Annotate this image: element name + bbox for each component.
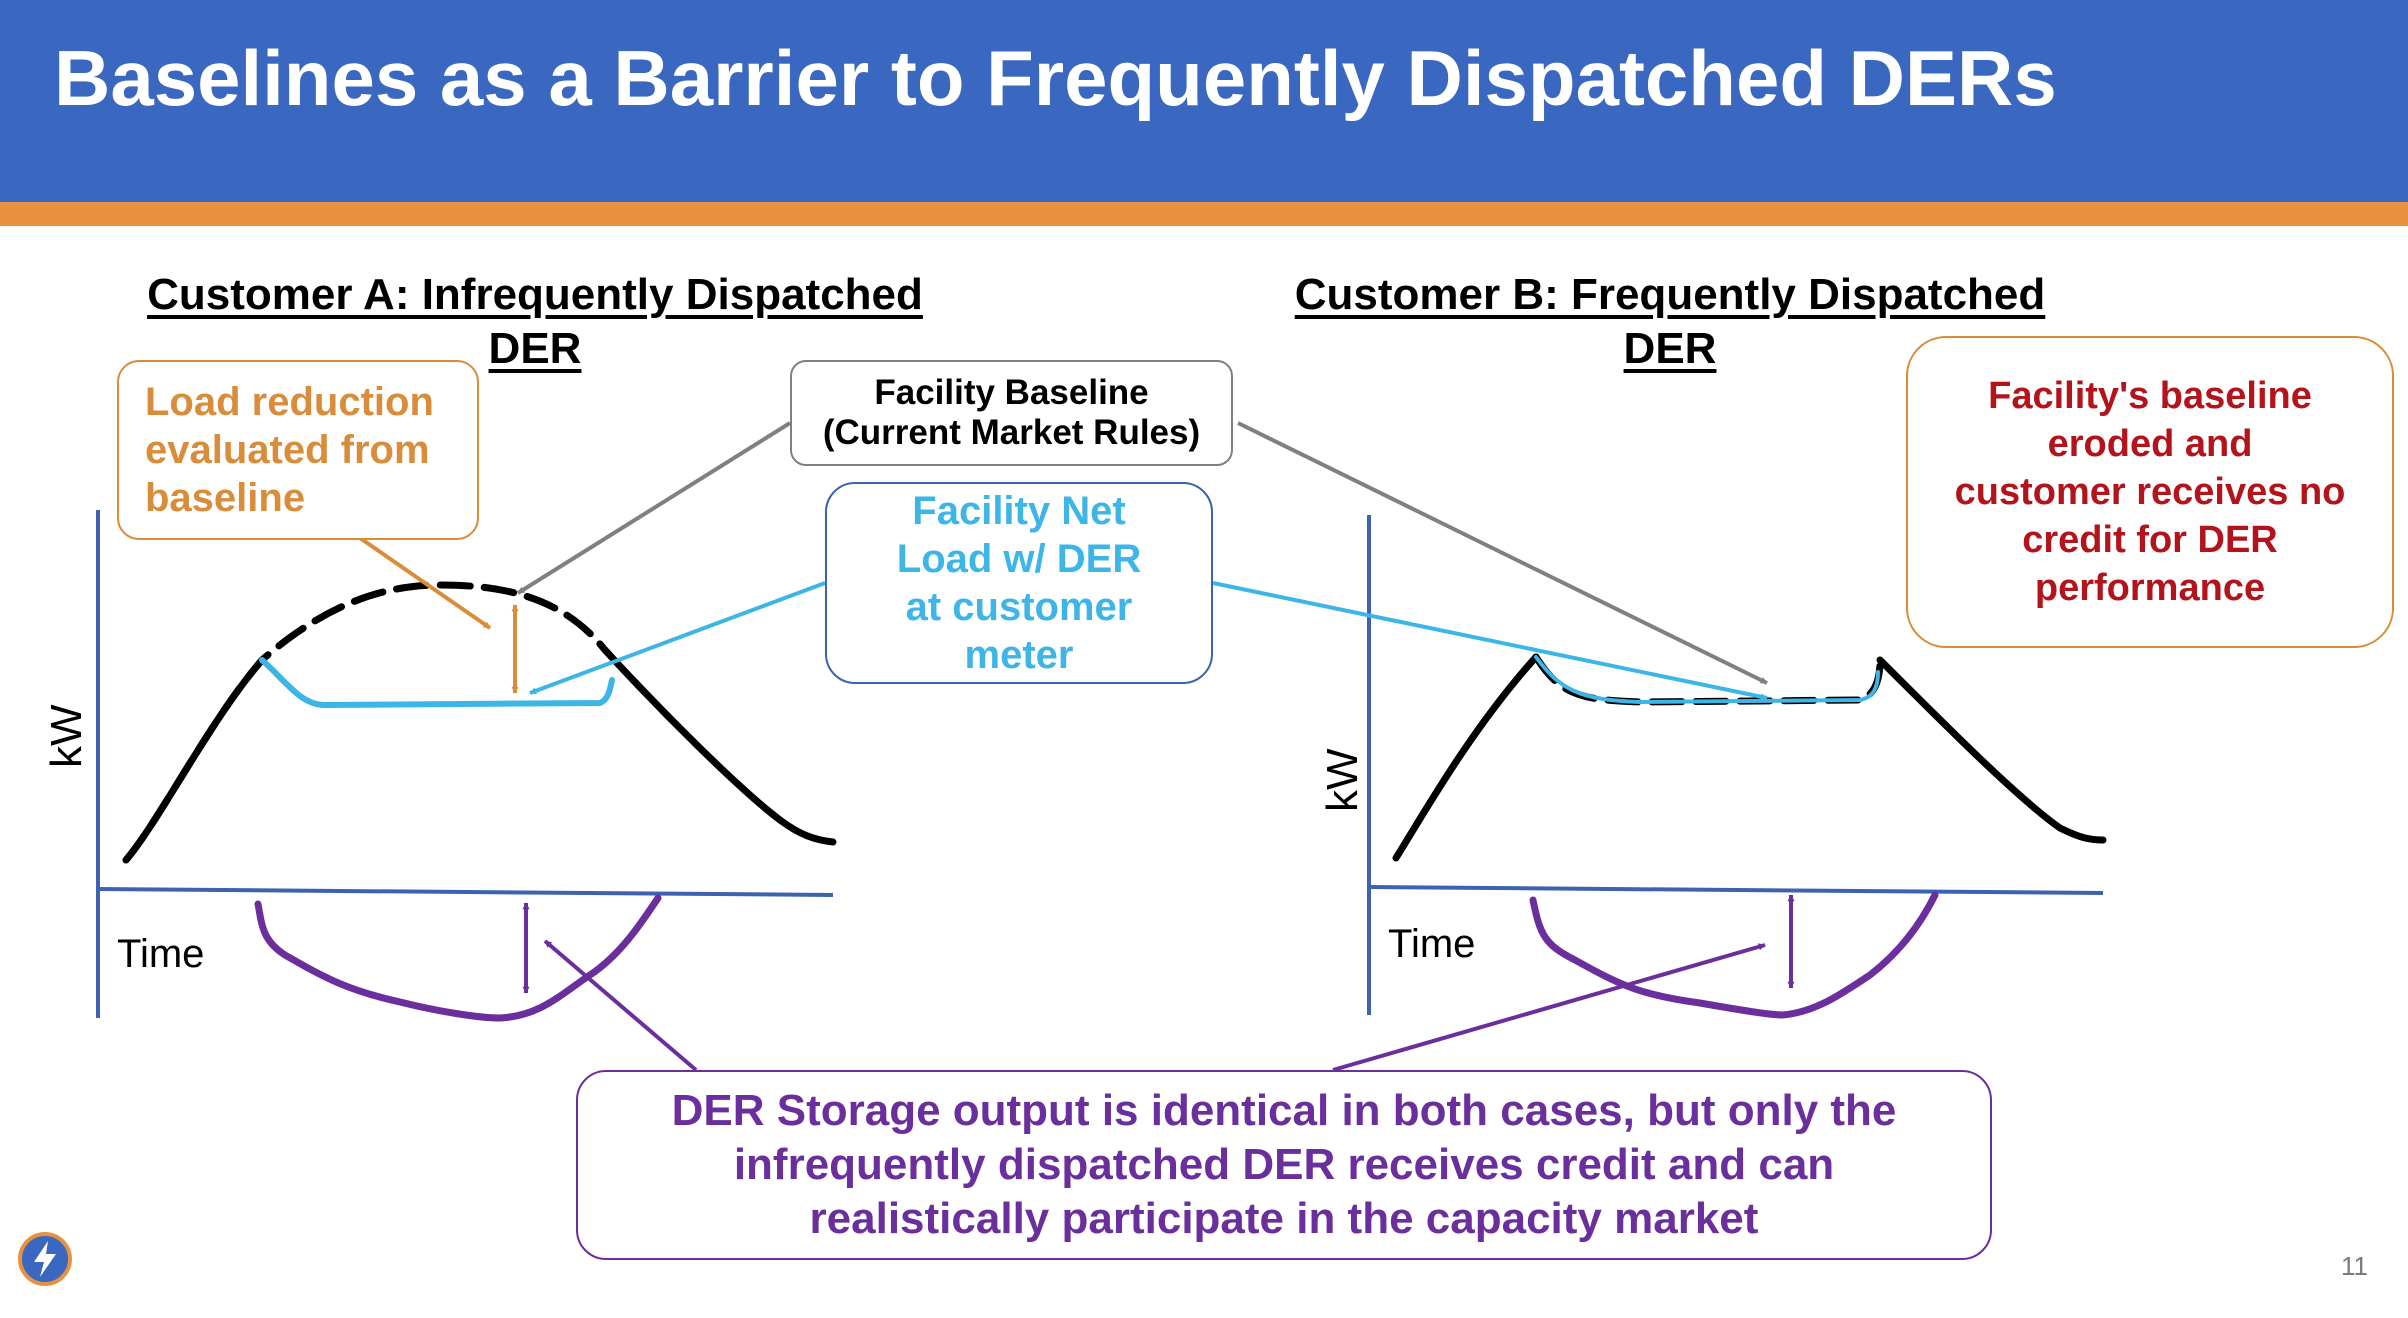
y-axis-label-a: kW: [42, 704, 91, 768]
load-curve-a: [122, 646, 837, 864]
customer-a-title: Customer A: Infrequently Dispatched DER: [147, 270, 923, 373]
net-load-callout: Facility Net Load w/ DER at customer met…: [825, 482, 1213, 684]
baseline-eroded-callout: Facility's baseline eroded and customer …: [1906, 336, 2394, 648]
storage-output-callout: DER Storage output is identical in both …: [576, 1070, 1992, 1260]
net-load-arrow-to-a: [529, 581, 826, 695]
chart-customer-b: [1367, 515, 2107, 1019]
header-bar: [0, 0, 2408, 202]
storage-discharge-curve-b: [1529, 891, 1939, 1019]
customer-b-title: Customer B: Frequently Dispatched DER: [1294, 270, 2046, 373]
y-axis-label-b: kW: [1318, 748, 1367, 812]
callout-arrows: [358, 421, 1768, 1072]
baseline-arrow-to-b: [1237, 421, 1768, 685]
facility-baseline-callout: Facility Baseline (Current Market Rules): [790, 360, 1233, 466]
page-number: 11: [2341, 1251, 2368, 1281]
storage-arrow-to-b: [1332, 943, 1766, 1072]
load-reduction-callout: Load reduction evaluated from baseline: [117, 360, 479, 540]
net-load-curve-b: [1534, 655, 1880, 705]
lightning-bolt-icon: [18, 1232, 72, 1286]
slide-title: Baselines as a Barrier to Frequently Dis…: [54, 34, 2057, 122]
storage-arrow-to-a: [543, 939, 698, 1072]
x-axis-label-b: Time: [1388, 922, 1476, 966]
baseline-curve-a: [122, 581, 609, 864]
baseline-arrow-to-a: [516, 421, 792, 595]
chart-customer-a: [96, 510, 837, 1022]
header-accent-stripe: [0, 202, 2408, 226]
net-load-curve-a: [259, 657, 615, 709]
net-load-arrow-to-b: [1212, 581, 1768, 701]
x-axis-label-a: Time: [117, 932, 205, 976]
storage-discharge-curve-a: [254, 894, 662, 1022]
x-axis-a: [97, 887, 834, 897]
x-axis-b: [1368, 885, 2104, 895]
load-curve-b: [1392, 653, 2107, 862]
reduction-callout-arrow: [358, 536, 492, 630]
